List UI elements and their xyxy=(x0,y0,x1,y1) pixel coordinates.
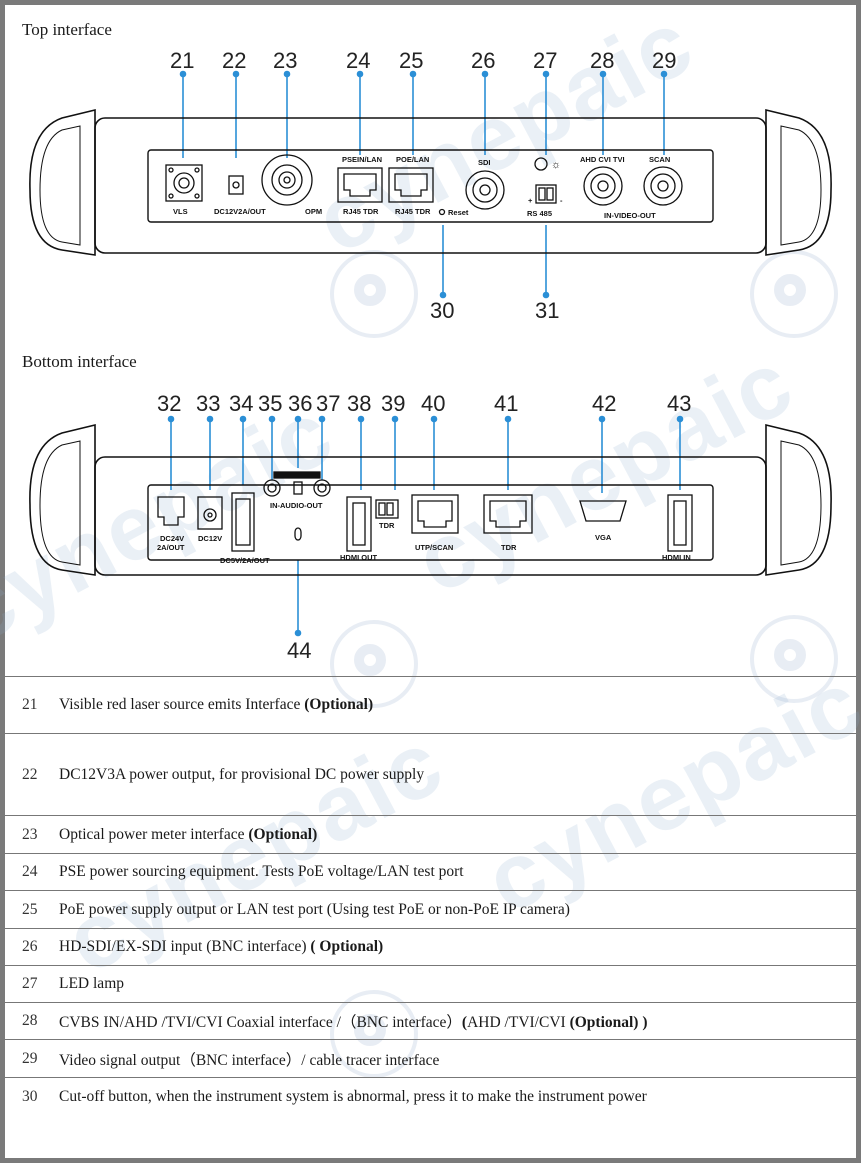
table-row: 29 Video signal output（BNC interface）/ c… xyxy=(5,1039,856,1077)
svg-text:DC12V2A/OUT: DC12V2A/OUT xyxy=(214,207,266,216)
bottom-callout-numbers: 32 33 34 35 36 37 38 39 40 41 42 43 44 xyxy=(157,391,691,663)
svg-text:33: 33 xyxy=(196,391,220,416)
svg-text:DC24V: DC24V xyxy=(160,534,184,543)
svg-text:SCAN: SCAN xyxy=(649,155,670,164)
svg-text:RS 485: RS 485 xyxy=(527,209,552,218)
svg-text:SDI: SDI xyxy=(478,158,491,167)
svg-text:38: 38 xyxy=(347,391,371,416)
callout-31: 31 xyxy=(535,298,559,323)
svg-text:TDR: TDR xyxy=(379,521,395,530)
svg-text:AHD CVI TVI: AHD CVI TVI xyxy=(580,155,625,164)
svg-text:VLS: VLS xyxy=(173,207,188,216)
callout-24: 24 xyxy=(346,48,370,73)
svg-text:TDR: TDR xyxy=(501,543,517,552)
top-leader-lines xyxy=(179,70,668,299)
svg-text:HDMI OUT: HDMI OUT xyxy=(340,553,377,562)
svg-text:☼: ☼ xyxy=(551,159,561,171)
callout-27: 27 xyxy=(533,48,557,73)
table-row: 24 PSE power sourcing equipment. Tests P… xyxy=(5,853,856,890)
callout-25: 25 xyxy=(399,48,423,73)
table-row: 30 Cut-off button, when the instrument s… xyxy=(5,1077,856,1115)
svg-text:Reset: Reset xyxy=(448,208,469,217)
bottom-leader-lines xyxy=(167,415,684,637)
svg-text:36: 36 xyxy=(288,391,312,416)
top-callout-numbers: 21 22 23 24 25 26 27 28 29 30 31 xyxy=(170,48,676,323)
svg-text:HDMI IN: HDMI IN xyxy=(662,553,691,562)
table-row: 25 PoE power supply output or LAN test p… xyxy=(5,890,856,928)
svg-text:DC5V/2A/OUT: DC5V/2A/OUT xyxy=(220,556,270,565)
bottom-interface-diagram: 32 33 34 35 36 37 38 39 40 41 42 43 44 xyxy=(29,391,832,663)
callout-26: 26 xyxy=(471,48,495,73)
svg-text:34: 34 xyxy=(229,391,253,416)
svg-text:32: 32 xyxy=(157,391,181,416)
table-row: 26 HD-SDI/EX-SDI input (BNC interface) (… xyxy=(5,928,856,965)
table-row: 28 CVBS IN/AHD /TVI/CVI Coaxial interfac… xyxy=(5,1002,856,1039)
table-row: 22 DC12V3A power output, for provisional… xyxy=(5,733,856,815)
callout-21: 21 xyxy=(170,48,194,73)
callout-22: 22 xyxy=(222,48,246,73)
svg-text:2A/OUT: 2A/OUT xyxy=(157,543,185,552)
svg-text:IN-AUDIO-OUT: IN-AUDIO-OUT xyxy=(270,501,323,510)
svg-text:DC12V: DC12V xyxy=(198,534,222,543)
svg-text:RJ45 TDR: RJ45 TDR xyxy=(343,207,379,216)
svg-text:37: 37 xyxy=(316,391,340,416)
svg-text:POE/LAN: POE/LAN xyxy=(396,155,429,164)
callout-30: 30 xyxy=(430,298,454,323)
callout-29: 29 xyxy=(652,48,676,73)
table-row: 21 Visible red laser source emits Interf… xyxy=(5,676,856,733)
svg-text:VGA: VGA xyxy=(595,533,612,542)
svg-text:-: - xyxy=(560,196,563,205)
svg-text:39: 39 xyxy=(381,391,405,416)
svg-text:35: 35 xyxy=(258,391,282,416)
table-row: 23 Optical power meter interface (Option… xyxy=(5,815,856,853)
top-interface-title: Top interface xyxy=(22,20,112,39)
svg-text:RJ45 TDR: RJ45 TDR xyxy=(395,207,431,216)
svg-text:42: 42 xyxy=(592,391,616,416)
svg-text:41: 41 xyxy=(494,391,518,416)
description-table: 21 Visible red laser source emits Interf… xyxy=(5,676,856,1115)
svg-text:+: + xyxy=(528,196,533,205)
svg-text:44: 44 xyxy=(287,638,311,663)
callout-23: 23 xyxy=(273,48,297,73)
svg-text:PSEIN/LAN: PSEIN/LAN xyxy=(342,155,382,164)
table-row: 27 LED lamp xyxy=(5,965,856,1002)
svg-text:40: 40 xyxy=(421,391,445,416)
svg-text:OPM: OPM xyxy=(305,207,322,216)
svg-text:IN-VIDEO-OUT: IN-VIDEO-OUT xyxy=(604,211,656,220)
bottom-interface-title: Bottom interface xyxy=(22,352,137,371)
svg-text:UTP/SCAN: UTP/SCAN xyxy=(415,543,453,552)
svg-text:43: 43 xyxy=(667,391,691,416)
top-interface-diagram: 21 22 23 24 25 26 27 28 29 30 31 xyxy=(29,48,832,323)
callout-28: 28 xyxy=(590,48,614,73)
